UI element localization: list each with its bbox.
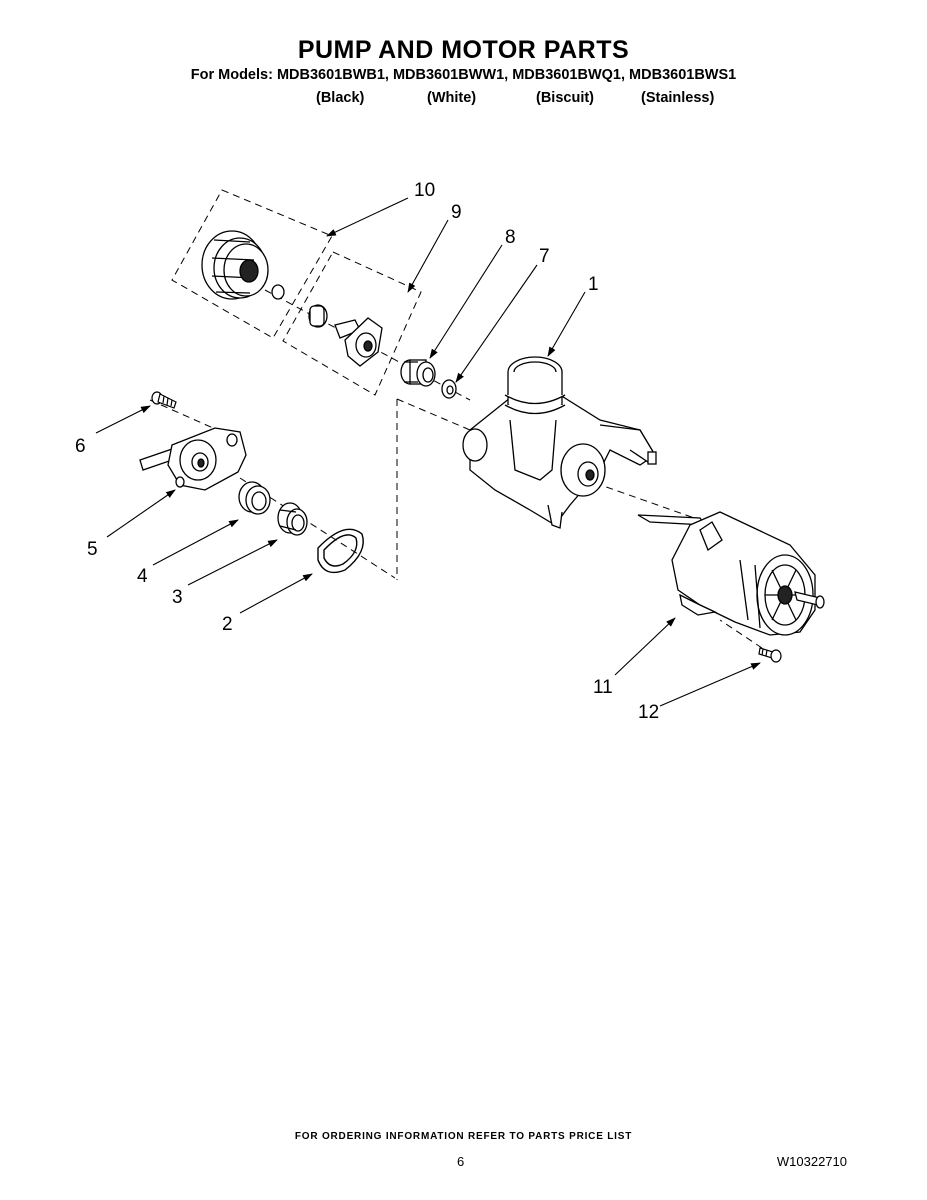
leader-8 — [429, 244, 503, 359]
leader-9 — [407, 219, 449, 293]
leader-2 — [239, 573, 313, 614]
group-10-outline — [171, 189, 333, 339]
callout-1: 1 — [588, 274, 599, 295]
leader-1 — [547, 291, 586, 357]
callout-12: 12 — [638, 702, 659, 723]
callout-5: 5 — [87, 539, 98, 560]
assembly-centerline — [149, 289, 763, 649]
leader-11 — [614, 617, 676, 676]
callout-10: 10 — [414, 180, 435, 201]
callout-labels: 10 9 8 7 1 6 5 4 3 2 11 12 — [75, 180, 659, 723]
part-11-motor — [637, 511, 825, 636]
part-6-screw — [151, 391, 177, 409]
callout-2: 2 — [222, 614, 233, 635]
page-number: 6 — [457, 1154, 465, 1169]
document-number: W10322710 — [776, 1154, 847, 1169]
part-10-seal — [201, 230, 285, 300]
part-5-cover — [139, 427, 247, 491]
part-8-bushing — [400, 359, 436, 387]
ordering-note: FOR ORDERING INFORMATION REFER TO PARTS … — [294, 1131, 633, 1142]
part-9-impeller — [308, 304, 383, 367]
callout-8: 8 — [505, 227, 516, 248]
callout-3: 3 — [172, 587, 183, 608]
leader-3 — [187, 539, 278, 586]
callout-9: 9 — [451, 202, 462, 223]
page-title: PUMP AND MOTOR PARTS — [297, 36, 630, 64]
callout-6: 6 — [75, 436, 86, 457]
part-3-grommet — [277, 502, 308, 536]
leader-4 — [152, 519, 239, 566]
part-12-screw — [758, 647, 782, 663]
leader-7 — [455, 264, 538, 383]
variant-stainless: (Stainless) — [641, 90, 715, 106]
leader-5 — [106, 489, 176, 538]
part-4-ring-seal — [238, 481, 271, 515]
models-line: For Models: MDB3601BWB1, MDB3601BWW1, MD… — [190, 67, 737, 83]
callout-7: 7 — [539, 246, 550, 267]
part-7-washer — [441, 379, 457, 399]
callout-11: 11 — [593, 677, 613, 698]
leader-lines — [95, 197, 761, 707]
leader-12 — [659, 662, 761, 707]
leader-6 — [95, 405, 151, 434]
variant-white: (White) — [427, 90, 477, 106]
callout-4: 4 — [137, 566, 148, 587]
variant-biscuit: (Biscuit) — [536, 90, 594, 106]
part-2-gasket — [317, 528, 364, 574]
group-9-outline — [282, 251, 422, 396]
variant-black: (Black) — [316, 90, 365, 106]
leader-10 — [326, 197, 409, 237]
part-1-pump-housing — [462, 356, 657, 529]
